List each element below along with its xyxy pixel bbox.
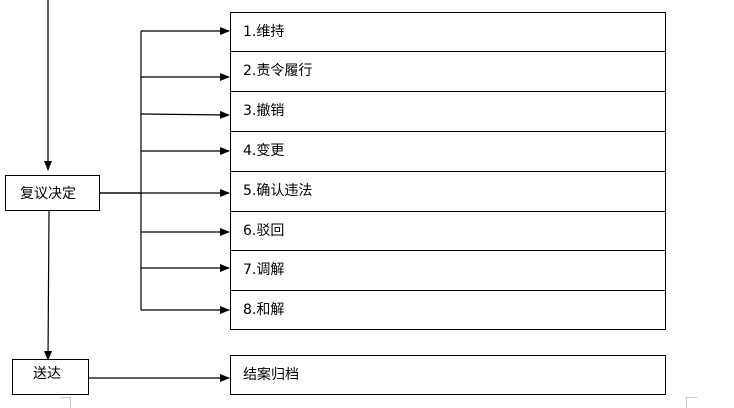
outcome-box-1: 1.维持: [230, 12, 666, 52]
outcome-box-3: 3.撤销: [230, 91, 666, 132]
outcome-box-7: 7.调解: [230, 250, 666, 291]
outcome-box-4: 4.变更: [230, 131, 666, 172]
decision-box: 复议决定: [5, 175, 100, 211]
decision-label: 复议决定: [20, 186, 76, 202]
outcome-label-1: 1.维持: [243, 24, 285, 40]
outcome-label-2: 2.责令履行: [243, 63, 313, 79]
page-corner-mark-right: [686, 397, 697, 408]
outcome-box-6: 6.驳回: [230, 211, 666, 251]
outcome-box-2: 2.责令履行: [230, 51, 666, 92]
page-corner-mark-left: [60, 397, 71, 408]
outcome-label-4: 4.变更: [243, 143, 285, 159]
archive-label: 结案归档: [243, 367, 299, 383]
outcome-box-8: 8.和解: [230, 290, 666, 330]
outcome-label-5: 5.确认违法: [243, 183, 313, 199]
outcome-label-8: 8.和解: [243, 302, 285, 318]
delivery-box: 送达: [12, 359, 89, 395]
delivery-label: 送达: [33, 366, 61, 382]
outcome-label-7: 7.调解: [243, 262, 285, 278]
outcome-label-3: 3.撤销: [243, 103, 285, 119]
outcome-label-6: 6.驳回: [243, 223, 285, 239]
arrow-to-outcome-3: [140, 110, 230, 119]
archive-box: 结案归档: [230, 355, 666, 395]
outcome-box-5: 5.确认违法: [230, 171, 666, 212]
arrow-decision-to-delivery: [44, 210, 53, 361]
